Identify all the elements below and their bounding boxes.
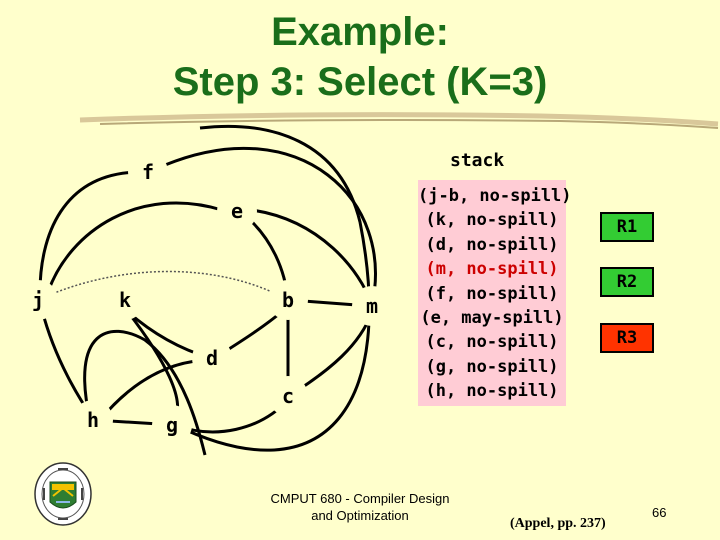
stack-box	[418, 180, 566, 406]
node-b: b	[268, 280, 308, 320]
course-title-line2: and Optimization	[311, 508, 409, 523]
stack-item: (c, no-spill)	[425, 332, 559, 353]
page-number: 66	[652, 505, 667, 520]
edge-j-b-move	[37, 270, 289, 301]
node-g-label: g	[166, 413, 178, 437]
node-m-label: m	[366, 294, 378, 318]
node-g: g	[152, 405, 192, 445]
edge-h-d	[98, 358, 213, 421]
edge-e-m	[251, 208, 374, 306]
stack-item: (k, no-spill)	[425, 210, 559, 231]
citation: (Appel, pp. 237)	[510, 516, 606, 531]
course-title-line1: CMPUT 680 - Compiler Design	[270, 491, 450, 506]
node-h: h	[73, 400, 113, 440]
node-j-label: j	[32, 288, 44, 312]
stack-item-current: (m, no-spill)	[425, 259, 559, 280]
stack-item: (d, no-spill)	[425, 234, 559, 255]
edge-g-f	[174, 124, 371, 452]
stack-list: (j-b, no-spill) (k, no-spill) (d, no-spi…	[418, 184, 572, 404]
slide-title-line1: Example:	[271, 10, 449, 54]
node-d: d	[192, 338, 232, 378]
node-d-label: d	[206, 346, 218, 370]
node-b-label: b	[282, 288, 294, 312]
slide-title-line2: Step 3: Select (K=3)	[172, 60, 548, 104]
register-r1: R1	[600, 212, 654, 242]
course-footer: CMPUT 680 - Compiler Design and Optimiza…	[250, 490, 470, 524]
edge-e-j	[46, 201, 223, 293]
university-seal-logo	[34, 462, 92, 526]
edge-f-m	[164, 146, 377, 306]
stack-item: (f, no-spill)	[425, 283, 559, 304]
node-e: e	[217, 191, 257, 231]
title-underline	[79, 112, 719, 127]
node-e-label: e	[231, 199, 243, 223]
title-underline-shadow	[99, 119, 719, 129]
edge-h-j-loop	[83, 329, 207, 456]
stack-item: (j-b, no-spill)	[418, 186, 572, 206]
node-f-label: f	[142, 160, 154, 184]
stack-heading: stack	[450, 150, 505, 171]
stack-item: (g, no-spill)	[425, 356, 559, 377]
register-r3: R3	[600, 323, 654, 353]
node-f: f	[128, 152, 168, 192]
node-k-label: k	[119, 288, 131, 312]
node-j: j	[18, 280, 58, 320]
stack-item: (h, no-spill)	[425, 381, 559, 402]
node-h-label: h	[87, 408, 99, 432]
node-c: c	[268, 376, 308, 416]
node-k: k	[105, 280, 145, 320]
stack-item: (e, may-spill)	[420, 308, 564, 329]
node-m: m	[352, 286, 392, 326]
register-r2: R2	[600, 267, 654, 297]
node-c-label: c	[282, 384, 294, 408]
edge-f-j	[38, 170, 146, 293]
